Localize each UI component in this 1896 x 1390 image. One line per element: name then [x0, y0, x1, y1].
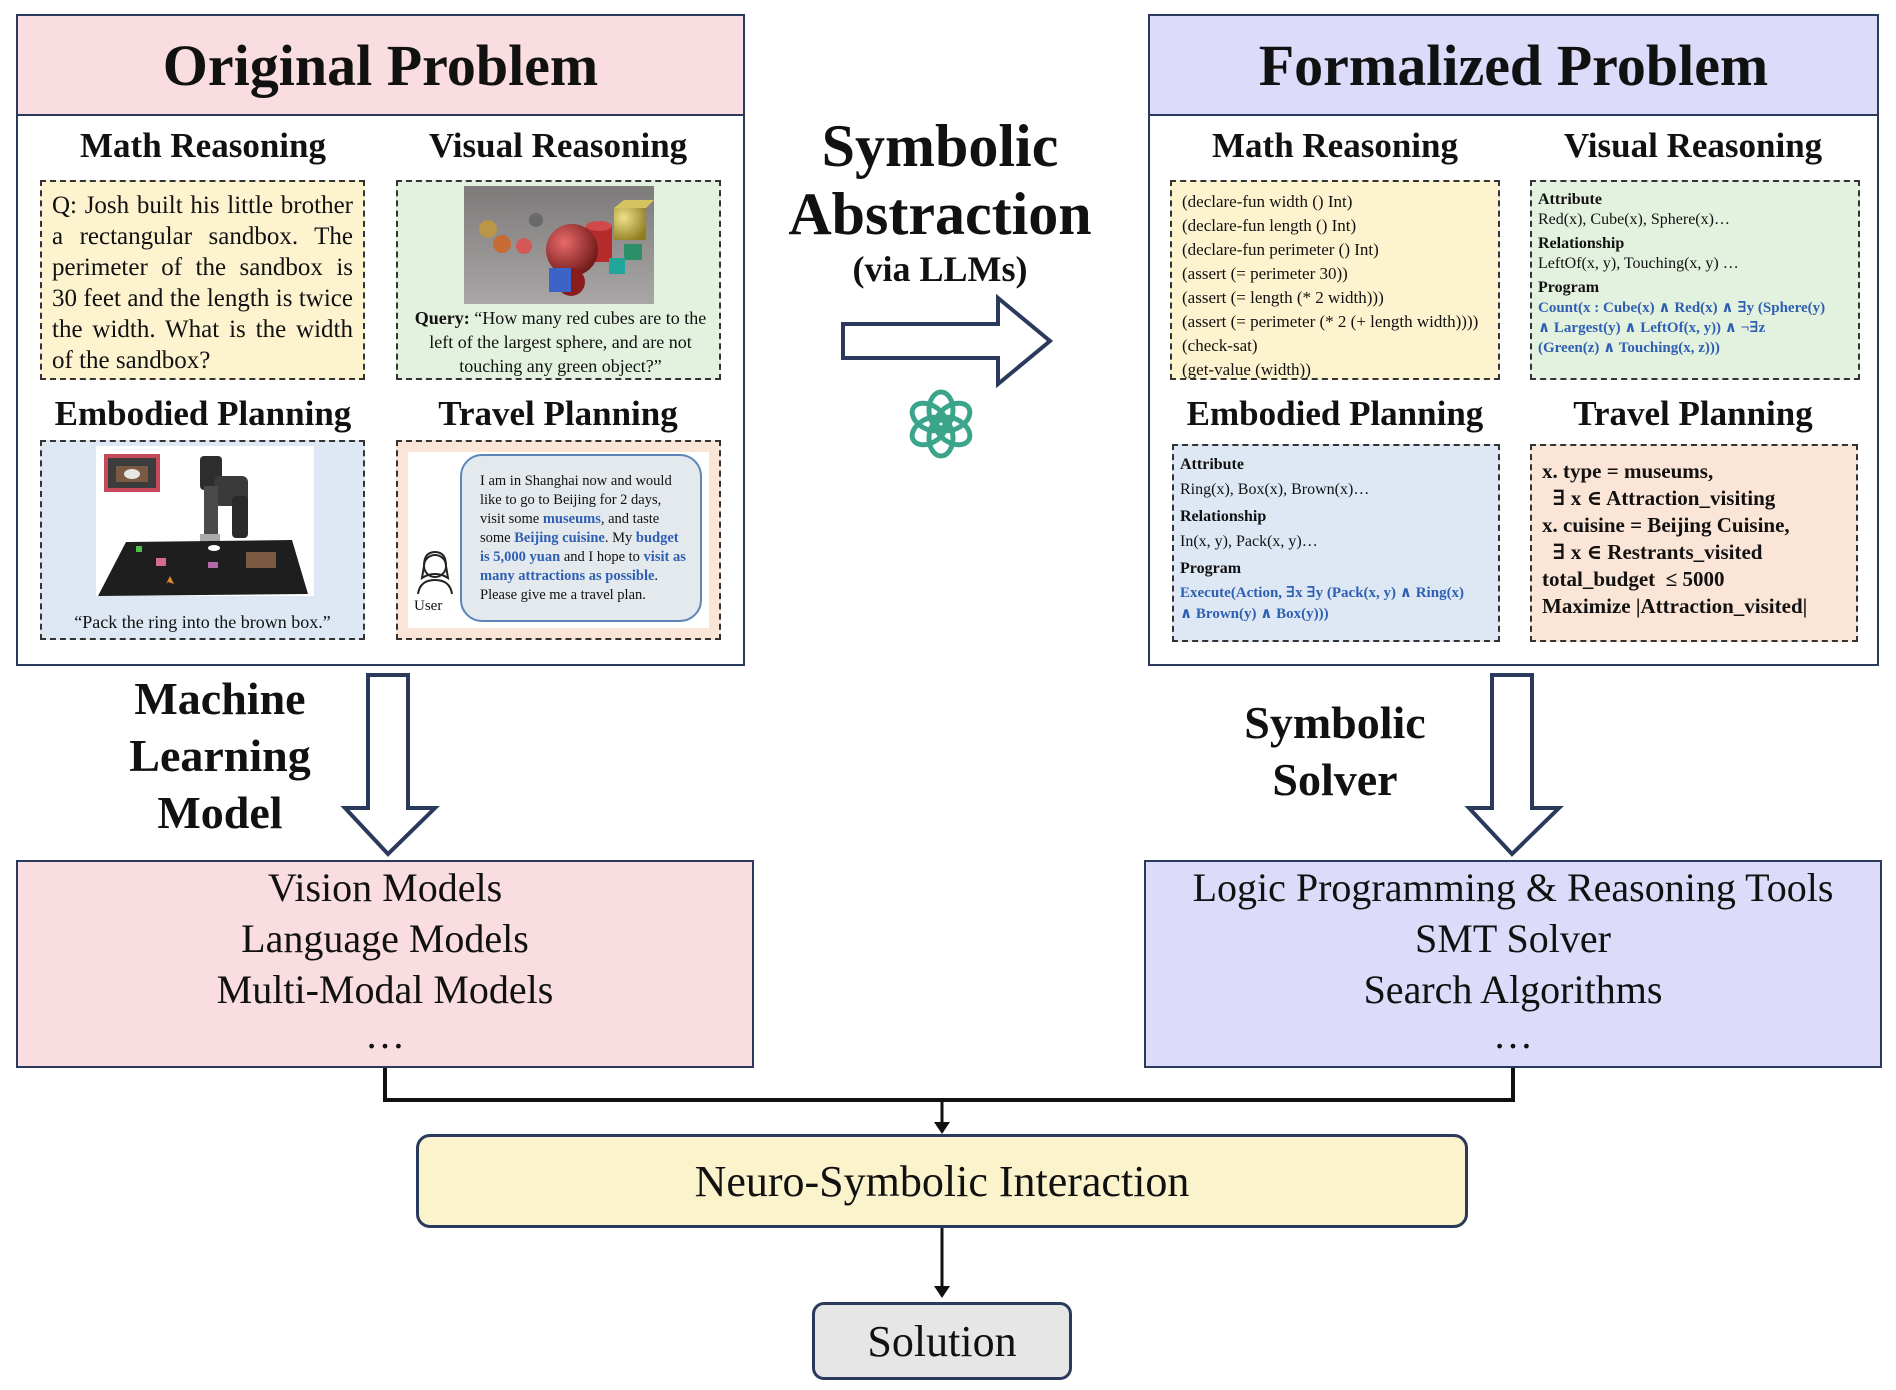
- embodied-relationship-label: Relationship: [1180, 508, 1267, 525]
- smt-line: (assert (= length (* 2 width))): [1182, 288, 1384, 307]
- travel-msg-part7: and I hope to: [560, 549, 644, 565]
- embodied-attribute-text: Ring(x), Box(x), Brown(x)…: [1180, 481, 1370, 498]
- travel-msg-part9: . Please give me a travel plan.: [480, 568, 659, 603]
- embodied-attribute-label: Attribute: [1180, 456, 1244, 473]
- formalized-problem-panel: Formalized Problem Math Reasoning Visual…: [1148, 14, 1879, 666]
- ml-models-box: Vision Models Language Models Multi-Moda…: [16, 860, 754, 1068]
- smt-line: (declare-fun length () Int): [1182, 216, 1357, 235]
- smt-line: (declare-fun perimeter () Int): [1182, 240, 1379, 259]
- neuro-symbolic-interaction-label: Neuro-Symbolic Interaction: [694, 1156, 1190, 1206]
- travel-constraint-line: x. cuisine = Beijing Cuisine,: [1542, 513, 1790, 537]
- query-text: “How many red cubes are to the left of t…: [429, 308, 707, 376]
- form-embodied-box: Attribute Ring(x), Box(x), Brown(x)… Rel…: [1172, 444, 1500, 642]
- ml-model-item: …: [365, 1012, 405, 1057]
- query-label: Query:: [414, 308, 470, 328]
- visual-program-line: ∧ Largest(y) ∧ LeftOf(x, y)) ∧ ¬∃z: [1538, 320, 1766, 336]
- travel-chat-card: User I am in Shanghai now and would like…: [408, 452, 709, 628]
- solver-tools-box: Logic Programming & Reasoning Tools SMT …: [1144, 860, 1882, 1068]
- solution-label: Solution: [867, 1316, 1017, 1366]
- visual-program-line: Count(x : Cube(x) ∧ Red(x) ∧ ∃y (Sphere(…: [1538, 300, 1826, 316]
- orig-visual-title: Visual Reasoning: [428, 126, 688, 165]
- embodied-caption: “Pack the ring into the brown box.”: [74, 612, 331, 632]
- ml-model-label-line3: Model: [157, 787, 283, 838]
- ml-model-item: Vision Models: [267, 865, 503, 910]
- neuro-symbolic-interaction-box: Neuro-Symbolic Interaction: [416, 1134, 1468, 1228]
- solver-tool-item: SMT Solver: [1415, 916, 1611, 961]
- form-travel-title: Travel Planning: [1573, 394, 1813, 433]
- orig-travel-title: Travel Planning: [438, 394, 678, 433]
- math-question: Q: Josh built his little brother a recta…: [52, 192, 353, 374]
- right-arrow-icon: [841, 294, 1054, 388]
- orig-math-title: Math Reasoning: [80, 126, 326, 165]
- smt-line: (declare-fun width () Int): [1182, 192, 1353, 211]
- ml-model-label-line2: Learning: [129, 730, 311, 781]
- symbolic-abstraction-line2: Abstraction: [788, 181, 1092, 247]
- robot-scene-image: [96, 446, 314, 596]
- openai-logo-icon: [909, 389, 973, 459]
- solver-tool-item: Logic Programming & Reasoning Tools: [1192, 865, 1834, 910]
- form-embodied-title: Embodied Planning: [1186, 394, 1484, 433]
- smt-line: (assert (= perimeter (* 2 (+ length widt…: [1182, 312, 1479, 331]
- travel-msg-cuisine: Beijing cuisine: [514, 530, 605, 546]
- travel-constraint-line: total_budget ≤ 5000: [1542, 567, 1725, 591]
- ml-model-item: Language Models: [241, 916, 529, 961]
- travel-msg-part3: , and taste some: [480, 511, 660, 546]
- down-arrow-icon-left: [340, 673, 440, 857]
- visual-program-label: Program: [1538, 279, 1600, 296]
- solution-box: Solution: [812, 1302, 1072, 1380]
- symbolic-solver-label-line2: Solver: [1272, 754, 1398, 805]
- travel-msg-attractions: visit as many attractions as possible: [480, 549, 686, 584]
- visual-relationship-text: LeftOf(x, y), Touching(x, y) …: [1538, 255, 1739, 272]
- orig-embodied-box: “Pack the ring into the brown box.”: [40, 440, 365, 640]
- clevr-scene-image: [464, 186, 654, 304]
- original-problem-title: Original Problem: [18, 16, 743, 116]
- travel-msg-part1: I am in Shanghai now and would like to g…: [480, 473, 672, 527]
- symbolic-abstraction-line1: Symbolic: [821, 113, 1059, 179]
- original-problem-panel: Original Problem Math Reasoning Visual R…: [16, 14, 745, 666]
- travel-msg-museums: museums: [542, 511, 601, 527]
- embodied-program-line: Execute(Action, ∃x ∃y (Pack(x, y) ∧ Ring…: [1180, 585, 1465, 601]
- formalized-problem-title: Formalized Problem: [1150, 16, 1877, 116]
- embodied-program-label: Program: [1180, 560, 1242, 577]
- travel-message-bubble: I am in Shanghai now and would like to g…: [460, 454, 702, 622]
- solver-tool-item: …: [1493, 1012, 1533, 1057]
- visual-attribute-text: Red(x), Cube(x), Sphere(x)…: [1538, 211, 1730, 228]
- form-visual-title: Visual Reasoning: [1563, 126, 1823, 165]
- visual-program-line: (Green(z) ∧ Touching(x, z))): [1538, 340, 1720, 356]
- ml-model-label-line1: Machine: [134, 673, 306, 724]
- user-avatar-icon: [417, 550, 453, 594]
- visual-query: Query: “How many red cubes are to the le…: [408, 306, 713, 378]
- visual-relationship-label: Relationship: [1538, 235, 1625, 252]
- smt-line: (assert (= perimeter 30)): [1182, 264, 1348, 283]
- orig-embodied-title: Embodied Planning: [54, 394, 352, 433]
- travel-constraint-line: Maximize |Attraction_visited|: [1542, 594, 1808, 618]
- smt-line: (get-value (width)): [1182, 360, 1311, 379]
- symbolic-abstraction-line3: (via LLMs): [852, 249, 1028, 289]
- form-math-box: (declare-fun width () Int) (declare-fun …: [1170, 180, 1500, 380]
- ml-model-item: Multi-Modal Models: [216, 967, 554, 1012]
- form-visual-box: Attribute Red(x), Cube(x), Sphere(x)… Re…: [1530, 180, 1860, 380]
- smt-line: (check-sat): [1182, 336, 1258, 355]
- embodied-program-line: ∧ Brown(y) ∧ Box(y))): [1180, 606, 1329, 622]
- down-arrow-icon-right: [1464, 673, 1564, 857]
- solver-tool-item: Search Algorithms: [1363, 967, 1663, 1012]
- user-label: User: [414, 598, 443, 614]
- travel-msg-budget: budget is 5,000 yuan: [480, 530, 679, 565]
- visual-attribute-label: Attribute: [1538, 191, 1602, 208]
- orig-visual-box: Query: “How many red cubes are to the le…: [396, 180, 721, 380]
- travel-constraint-line: x. type = museums,: [1542, 459, 1714, 483]
- form-math-title: Math Reasoning: [1212, 126, 1458, 165]
- symbolic-solver-label-line1: Symbolic: [1244, 697, 1426, 748]
- travel-constraint-line: ∃ x ∈ Restrants_visited: [1542, 540, 1763, 564]
- form-travel-box: x. type = museums, ∃ x ∈ Attraction_visi…: [1530, 444, 1858, 642]
- orig-math-box: Q: Josh built his little brother a recta…: [40, 180, 365, 380]
- embodied-relationship-text: In(x, y), Pack(x, y)…: [1180, 533, 1318, 550]
- merge-connector: [383, 1068, 1515, 1298]
- travel-msg-part5: . My: [604, 530, 636, 546]
- orig-travel-box: User I am in Shanghai now and would like…: [396, 440, 721, 640]
- travel-constraint-line: ∃ x ∈ Attraction_visiting: [1542, 486, 1776, 510]
